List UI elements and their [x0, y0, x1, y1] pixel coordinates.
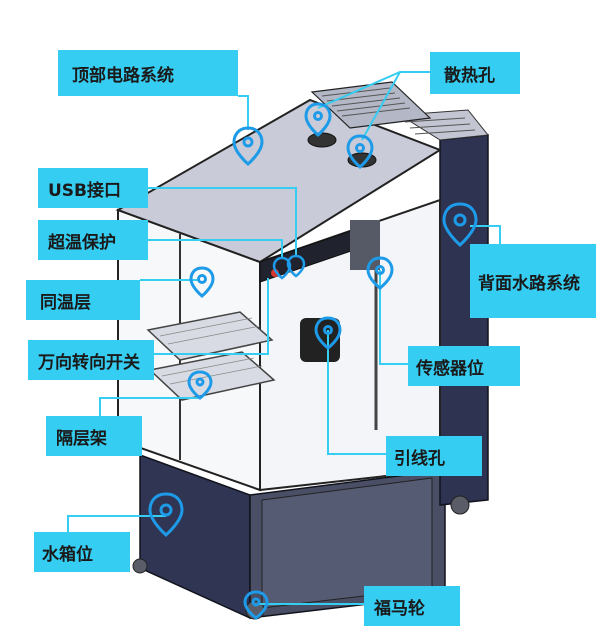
pin-shelf: [187, 370, 213, 400]
inner-duct: [350, 220, 380, 270]
top-hole-left: [307, 132, 337, 148]
caster-left: [132, 558, 148, 574]
pin-cable-hole: [314, 316, 342, 350]
label-top-circuit: 顶部电路系统: [58, 50, 238, 96]
pin-same-temp: [189, 266, 215, 298]
pin-vent-left: [304, 102, 332, 137]
label-usb-port: USB接口: [38, 168, 148, 208]
label-same-temp-layer: 同温层: [26, 280, 140, 320]
caster-right: [450, 495, 470, 515]
label-back-water-system: 背面水路系统: [470, 244, 596, 318]
label-universal-switch: 万向转向开关: [28, 340, 154, 380]
label-sensor-position: 传感器位: [408, 346, 520, 386]
pin-water-tank: [148, 492, 184, 537]
label-casters: 福马轮: [364, 586, 460, 626]
pin-sensor: [366, 256, 394, 290]
pin-vent-right: [346, 134, 374, 169]
label-heat-vents: 散热孔: [430, 52, 520, 94]
label-shelf-rack: 隔层架: [46, 416, 142, 456]
vent-grill: [321, 87, 476, 135]
pin-overheat: [272, 256, 292, 280]
label-overheat-protection: 超温保护: [38, 220, 148, 260]
chamber-top: [115, 98, 443, 264]
pin-top-circuit: [232, 126, 264, 166]
pin-caster: [243, 590, 269, 620]
label-cable-hole: 引线孔: [386, 436, 482, 476]
pin-back-water: [442, 202, 478, 247]
leader-lines: [67, 71, 501, 605]
label-water-tank: 水箱位: [34, 532, 130, 572]
